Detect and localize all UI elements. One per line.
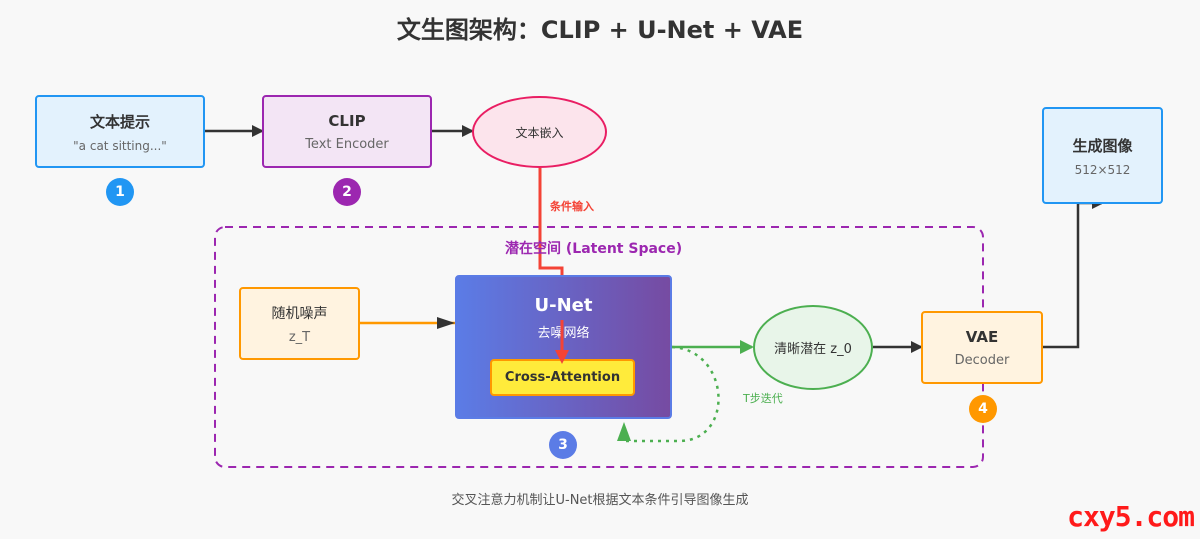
unet-title: U-Net <box>534 295 593 316</box>
generated-image-title: 生成图像 <box>1072 136 1133 155</box>
step-number-1: 1 <box>106 178 134 206</box>
vae-subtitle: Decoder <box>954 352 1010 368</box>
clean-latent-oval: 清晰潜在 z_0 <box>753 305 873 390</box>
cross-attention-title: Cross-Attention <box>504 370 621 385</box>
random-noise-subtitle: z_T <box>288 329 311 345</box>
vae-title: VAE <box>965 327 999 346</box>
text-prompt-title: 文本提示 <box>89 112 150 131</box>
random-noise-title: 随机噪声 <box>271 305 328 322</box>
clip-subtitle: Text Encoder <box>305 136 389 152</box>
watermark: cxy5.com <box>1067 500 1195 533</box>
cross-attention-box: Cross-Attention <box>490 359 635 396</box>
unet-subtitle: 去噪网络 <box>537 326 590 341</box>
t-steps-label: T步迭代 <box>743 392 783 405</box>
step-number-3: 3 <box>549 431 577 459</box>
latent-space-label: 潜在空间 (Latent Space) <box>505 241 683 257</box>
page-title: 文生图架构：CLIP + U-Net + VAE <box>396 16 804 44</box>
text-prompt-box: 文本提示 "a cat sitting..." <box>35 95 205 168</box>
step-number-2: 2 <box>333 178 361 206</box>
generated-image-subtitle: 512×512 <box>1074 162 1131 177</box>
arrow-iteration-loop <box>624 345 720 443</box>
condition-input-label: 条件输入 <box>550 200 594 213</box>
text-embedding-oval: 文本嵌入 <box>472 96 607 168</box>
clip-box: CLIP Text Encoder <box>262 95 432 168</box>
diagram-caption: 交叉注意力机制让U-Net根据文本条件引导图像生成 <box>451 493 749 508</box>
arrow-vae-to-image <box>1043 197 1104 349</box>
text-prompt-subtitle: "a cat sitting..." <box>73 138 167 153</box>
unet-box: U-Net 去噪网络 <box>455 275 672 419</box>
generated-image-box: 生成图像 512×512 <box>1042 107 1163 204</box>
random-noise-box: 随机噪声 z_T <box>239 287 360 360</box>
step-number-4: 4 <box>969 395 997 423</box>
vae-box: VAE Decoder <box>921 311 1043 384</box>
text-embedding-title: 文本嵌入 <box>515 125 564 140</box>
clip-title: CLIP <box>328 111 366 130</box>
clean-latent-title: 清晰潜在 z_0 <box>774 342 852 357</box>
